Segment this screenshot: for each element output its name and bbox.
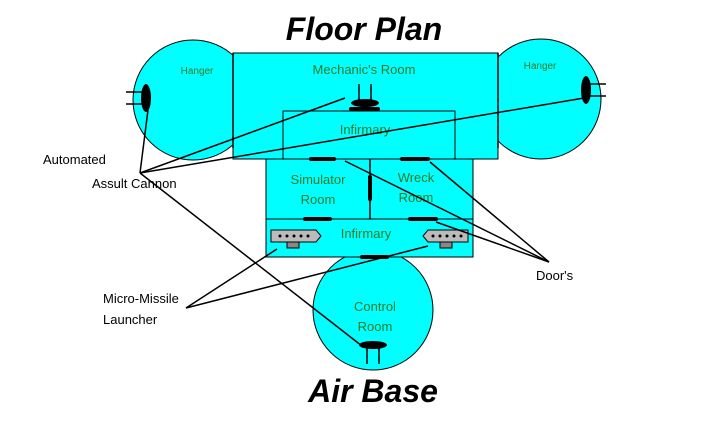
cannon-left-icon	[126, 84, 151, 112]
callout-line-cannon-bottom	[139, 172, 363, 347]
cannon-right-icon	[581, 76, 606, 104]
callout-line-cannon-right	[139, 97, 585, 174]
diagram-subtitle: Air Base	[307, 373, 438, 409]
callout-line-door-3	[435, 221, 550, 263]
callout-line-missile-right	[185, 245, 429, 309]
callout-automated-label: Automated	[43, 152, 106, 167]
callout-line-cannon-left	[139, 109, 149, 174]
callout-line-missile-left	[185, 248, 278, 309]
wreck-room-label-1: Wreck	[398, 170, 435, 185]
callout-line-door-1	[429, 161, 550, 263]
missile-launcher-right-icon	[422, 229, 469, 249]
cannon-top-icon	[351, 84, 379, 107]
callout-doors-label: Door's	[536, 268, 574, 283]
missile-launcher-left-icon	[270, 229, 322, 249]
simulator-room-label-2: Room	[301, 192, 336, 207]
mechanics-room-label: Mechanic's Room	[313, 62, 416, 77]
control-room-label-2: Room	[358, 319, 393, 334]
hanger-left-label: Hanger	[181, 66, 214, 77]
diagram-title: Floor Plan	[286, 11, 442, 47]
infirmary-bottom-label: Infirmary	[341, 226, 392, 241]
hanger-right-label: Hanger	[524, 61, 557, 72]
control-room-label-1: Control	[354, 299, 396, 314]
callout-micro-missile-label-1: Micro-Missile	[103, 291, 179, 306]
simulator-room-label-1: Simulator	[291, 172, 347, 187]
callout-line-cannon-top	[139, 97, 346, 174]
cannon-bottom-icon	[359, 341, 387, 364]
callout-assult-cannon-label: Assult Cannon	[92, 176, 177, 191]
callout-micro-missile-label-2: Launcher	[103, 312, 158, 327]
callout-line-door-2	[344, 160, 550, 263]
